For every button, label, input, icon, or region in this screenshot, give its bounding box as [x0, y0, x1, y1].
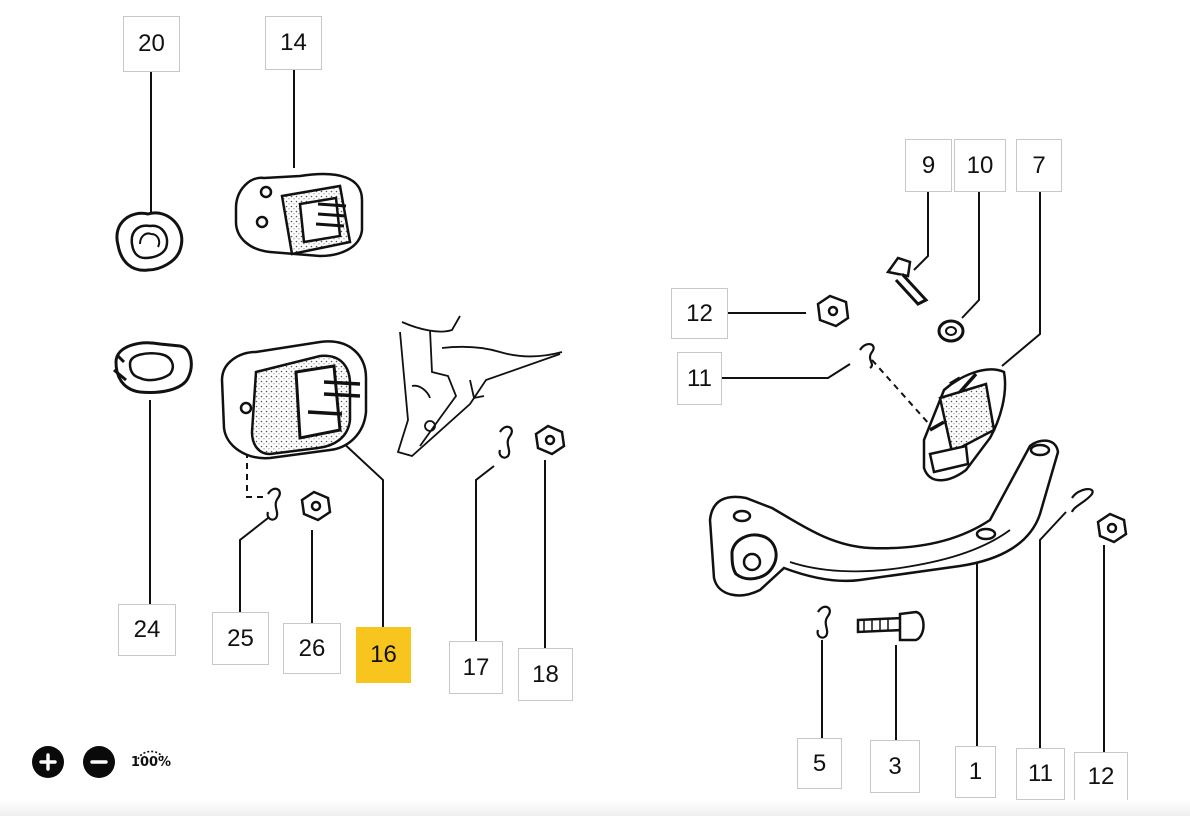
dashed-assembly-line — [871, 359, 939, 435]
leader-17 — [475, 465, 495, 641]
transmission-mount-part — [922, 368, 1007, 482]
zoom-in-button[interactable] — [32, 746, 64, 778]
leader-9 — [913, 192, 929, 271]
part-label-17[interactable]: 17 — [449, 641, 503, 694]
minus-icon — [90, 760, 108, 764]
part-label-7[interactable]: 7 — [1016, 139, 1062, 192]
lock-washer-part — [266, 343, 1094, 639]
plus-icon — [39, 753, 57, 771]
part-label-26[interactable]: 26 — [283, 623, 341, 674]
hex-nut-part — [300, 294, 1128, 544]
leader-11b — [1039, 511, 1067, 760]
part-label-3[interactable]: 3 — [870, 740, 920, 793]
engine-mount-part — [220, 340, 368, 460]
part-label-9[interactable]: 9 — [905, 139, 952, 192]
bolt-part — [856, 256, 929, 642]
part-label-1[interactable]: 1 — [955, 746, 996, 798]
part-label-16[interactable]: 16 — [356, 627, 411, 683]
zoom-out-button[interactable] — [83, 746, 115, 778]
frame-rail — [396, 315, 563, 458]
engine-mount-bracket — [234, 172, 364, 258]
part-label-10[interactable]: 10 — [954, 139, 1006, 192]
washer-part — [937, 319, 965, 343]
leader-11a — [722, 363, 851, 379]
part-label-11[interactable]: 11 — [1016, 748, 1065, 800]
zoom-reset-button[interactable]: 100% — [130, 745, 172, 779]
part-label-18[interactable]: 18 — [518, 648, 573, 701]
support-bracket-part — [708, 439, 1060, 597]
part-label-5[interactable]: 5 — [797, 738, 842, 789]
leader-7 — [1001, 192, 1041, 367]
leader-16 — [339, 439, 384, 627]
zoom-level: 100% — [130, 754, 172, 770]
part-label-25[interactable]: 25 — [212, 612, 269, 665]
part-label-11[interactable]: 11 — [677, 352, 722, 405]
bottom-edge — [0, 800, 1190, 816]
grommet-part — [113, 341, 193, 394]
part-label-20[interactable]: 20 — [123, 16, 180, 72]
bushing-part — [115, 211, 184, 272]
part-label-24[interactable]: 24 — [118, 604, 176, 656]
reset-arc-icon — [137, 750, 165, 760]
leader-10 — [961, 192, 980, 319]
part-label-12[interactable]: 12 — [1074, 752, 1128, 801]
part-label-14[interactable]: 14 — [265, 16, 322, 70]
leader-25 — [239, 517, 269, 612]
part-label-12[interactable]: 12 — [671, 288, 728, 339]
